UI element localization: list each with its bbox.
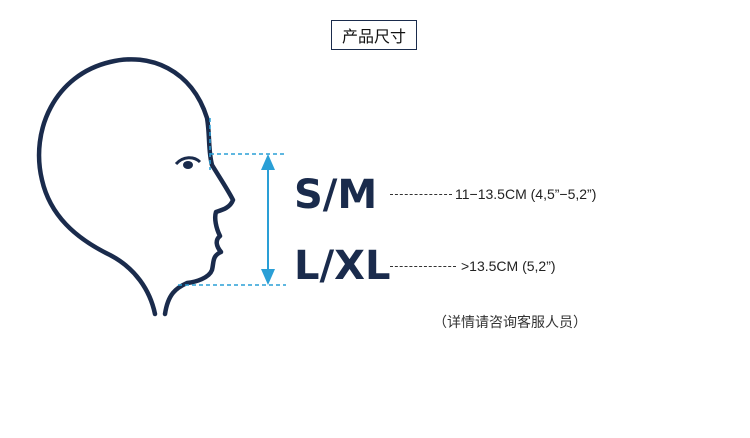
contact-note: （详情请咨询客服人员） <box>433 315 587 331</box>
arrow-up-icon <box>261 154 275 170</box>
eye-pupil <box>183 161 193 169</box>
measure-lxl: >13.5CM (5,2”) <box>461 258 556 274</box>
leader-line-sm <box>390 194 452 195</box>
arrow-down-icon <box>261 269 275 285</box>
leader-line-lxl <box>390 266 456 267</box>
eye-icon <box>174 156 202 166</box>
page-title: 产品尺寸 <box>341 27 406 46</box>
size-label-sm: S/M <box>294 172 378 218</box>
measure-sm: 11−13.5CM (4,5”−5,2”) <box>455 186 597 202</box>
head-profile-outline <box>36 57 236 317</box>
title-box: 产品尺寸 <box>331 20 417 50</box>
size-label-lxl: L/XL <box>294 243 391 289</box>
